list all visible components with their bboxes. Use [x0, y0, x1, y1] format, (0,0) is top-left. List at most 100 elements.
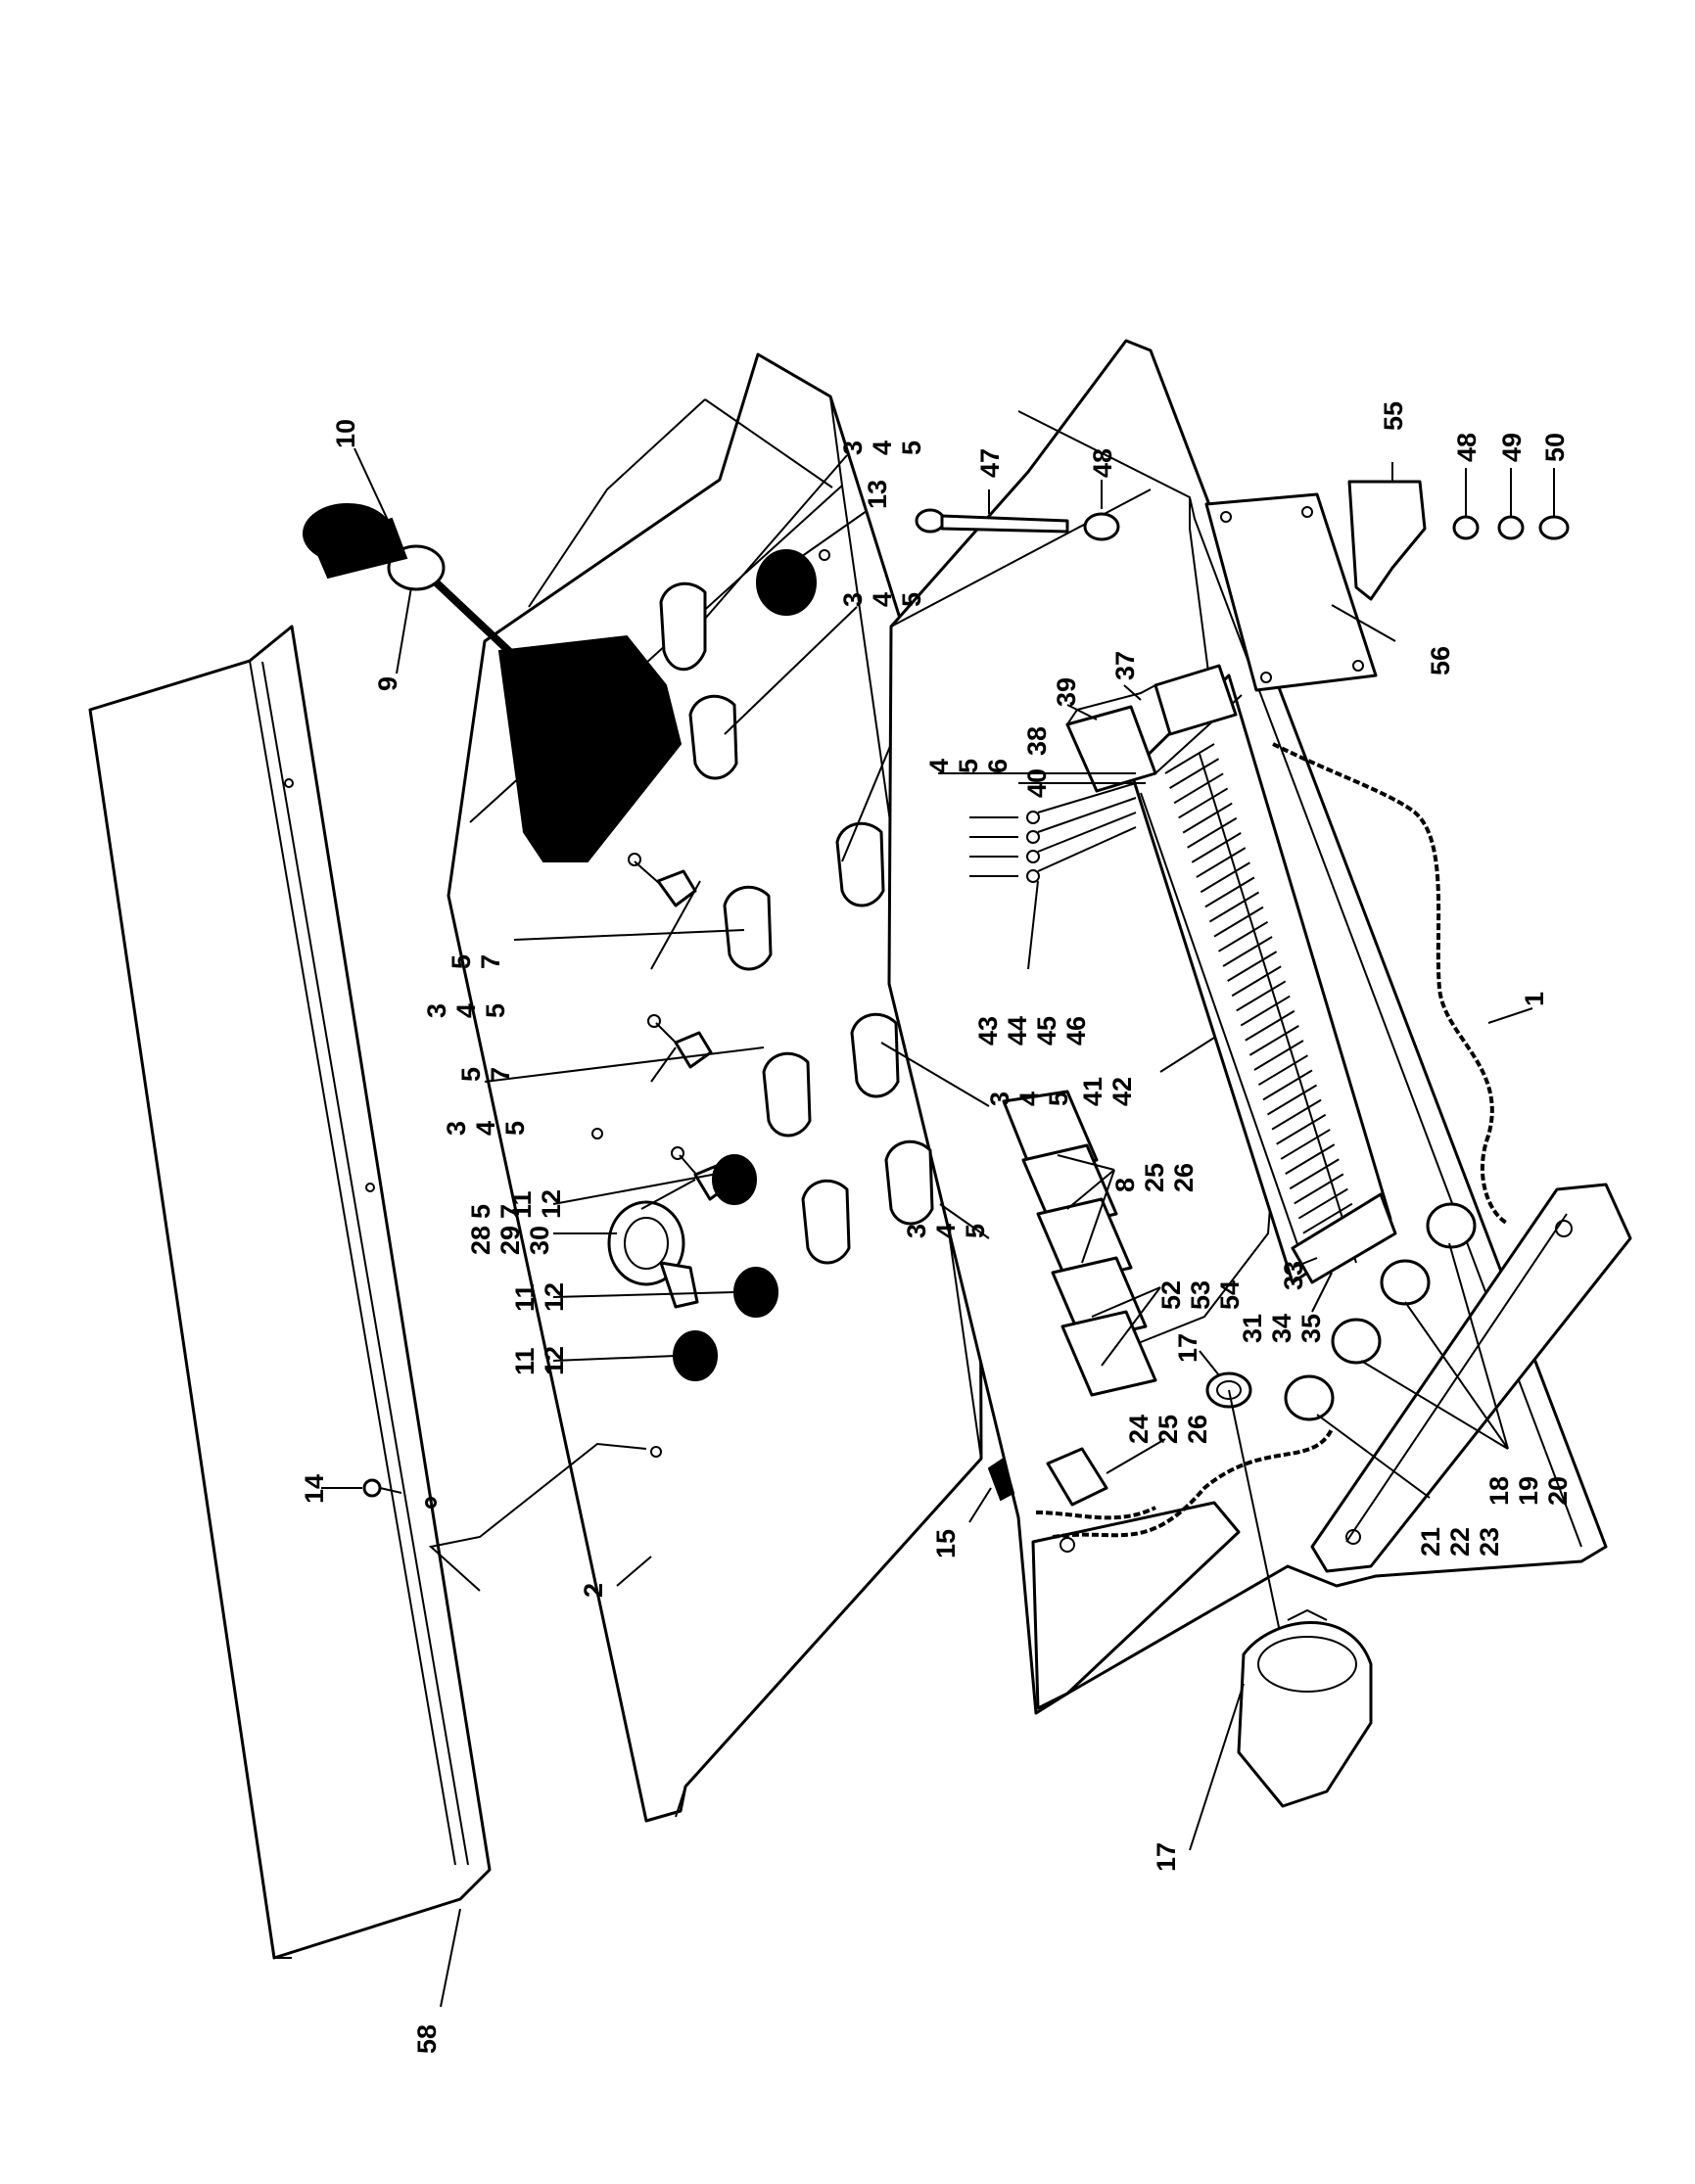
svg-text:30: 30	[525, 1226, 554, 1255]
callout-1: 1	[1520, 992, 1549, 1006]
callout-2: 2	[579, 1583, 608, 1598]
terminal-contact	[1285, 1143, 1336, 1175]
callout-18-19-20: 18 19 20	[1484, 1476, 1573, 1506]
svg-text:47: 47	[975, 448, 1005, 478]
svg-text:3: 3	[838, 592, 868, 607]
callout-43-46: 43 44 45 46	[973, 1016, 1091, 1046]
joystick-9-10	[303, 503, 683, 862]
callout-28-29-30: 28 29 30	[466, 1226, 554, 1255]
callout-21-22-23: 21 22 23	[1416, 1527, 1504, 1557]
svg-text:53: 53	[1186, 1280, 1215, 1310]
terminal-contact	[1294, 1173, 1344, 1205]
svg-text:3: 3	[902, 1224, 931, 1238]
terminal-contact	[1204, 876, 1255, 908]
svg-text:24: 24	[1124, 1415, 1154, 1444]
callout-8-25-26: 8 25 26	[1110, 1163, 1199, 1192]
callout-31-34-35: 31 34 35	[1238, 1314, 1326, 1343]
callout-17-a: 17	[1173, 1333, 1202, 1363]
svg-text:5: 5	[500, 1121, 530, 1136]
callout-55: 55	[1379, 401, 1408, 431]
svg-text:6: 6	[983, 759, 1012, 773]
terminal-contact	[1245, 1009, 1295, 1042]
knob-17	[1237, 1608, 1373, 1808]
svg-text:28: 28	[466, 1226, 495, 1255]
svg-text:3: 3	[838, 441, 868, 455]
svg-text:13: 13	[863, 480, 892, 509]
svg-text:17: 17	[1173, 1333, 1202, 1363]
callout-56: 56	[1426, 646, 1455, 675]
callout-47: 47	[975, 448, 1005, 478]
svg-text:23: 23	[1475, 1527, 1504, 1557]
callout-15: 15	[931, 1529, 961, 1558]
svg-text:1: 1	[1520, 992, 1549, 1006]
svg-text:15: 15	[931, 1529, 961, 1558]
svg-text:5: 5	[954, 759, 983, 773]
callout-3-4-5-e: 3 4 5	[442, 1121, 530, 1136]
svg-text:58: 58	[412, 2024, 442, 2054]
svg-text:50: 50	[1540, 433, 1570, 462]
callout-14: 14	[300, 1474, 329, 1504]
callout-38: 38	[1022, 726, 1052, 756]
svg-text:42: 42	[1107, 1077, 1137, 1106]
terminal-contact	[1297, 1187, 1348, 1220]
callout-50: 50	[1540, 433, 1570, 462]
svg-text:11: 11	[507, 1190, 537, 1219]
svg-text:5: 5	[447, 954, 476, 969]
pilot-lamps-18-23	[1284, 1202, 1477, 1421]
svg-text:3: 3	[442, 1121, 471, 1136]
terminal-contact	[1182, 802, 1233, 834]
svg-text:4: 4	[471, 1121, 500, 1136]
svg-text:33: 33	[1279, 1261, 1308, 1290]
terminal-contact	[1208, 891, 1259, 923]
svg-text:22: 22	[1445, 1527, 1475, 1557]
svg-text:4: 4	[868, 592, 897, 607]
leader-lines	[321, 447, 1555, 2008]
terminal-contact	[1271, 1098, 1322, 1131]
callout-3-4-5-a: 3 4 5	[838, 441, 926, 455]
terminal-contact	[1187, 816, 1238, 849]
callout-4-5-6: 4 5 6	[924, 759, 1012, 773]
callout-10: 10	[331, 419, 360, 448]
callout-3-4-5-d: 3 4 5	[985, 1092, 1073, 1106]
svg-text:2: 2	[579, 1583, 608, 1598]
svg-text:3: 3	[985, 1092, 1014, 1106]
callout-24-25-26: 24 25 26	[1124, 1415, 1212, 1444]
screw-14	[362, 1478, 437, 1509]
callout-41-42: 41 42	[1078, 1077, 1137, 1106]
connector-15	[987, 1457, 1015, 1502]
terminal-contact	[1200, 861, 1250, 894]
terminal-contact	[1280, 1129, 1331, 1160]
terminal-contact	[1240, 995, 1291, 1027]
svg-text:55: 55	[1379, 401, 1408, 431]
terminal-contact	[1222, 936, 1273, 967]
knobs-11-12	[673, 1154, 778, 1381]
bolt-47	[915, 508, 1570, 541]
svg-text:21: 21	[1416, 1527, 1445, 1557]
svg-text:4: 4	[924, 759, 954, 773]
svg-text:35: 35	[1296, 1314, 1326, 1343]
callout-3-4-5-f: 3 4 5	[902, 1224, 990, 1238]
terminal-contact	[1262, 1069, 1313, 1101]
callout-labels: 10 9 3 4 5 13 3 4 5 47 48 55 48	[300, 401, 1573, 2054]
terminal-contact	[1169, 758, 1220, 790]
callout-58: 58	[412, 2024, 442, 2054]
key-switch-28-30	[607, 1200, 699, 1309]
callout-37: 37	[1110, 651, 1140, 680]
screws-43-46	[969, 782, 1137, 883]
svg-text:11: 11	[510, 1347, 540, 1375]
svg-text:10: 10	[331, 419, 360, 448]
callout-40: 40	[1022, 768, 1052, 798]
svg-text:5: 5	[456, 1067, 486, 1082]
callout-11-12-b: 11 12	[510, 1282, 569, 1312]
terminal-contact	[1196, 847, 1247, 878]
svg-text:46: 46	[1061, 1016, 1091, 1046]
terminal-contact	[1257, 1054, 1308, 1087]
terminal-contact	[1276, 1113, 1327, 1145]
svg-text:5: 5	[1044, 1092, 1073, 1106]
callout-3-4-5-b: 3 4 5	[838, 592, 926, 607]
callout-5-7-b: 5 7	[456, 1067, 515, 1082]
svg-text:37: 37	[1110, 651, 1140, 680]
terminal-contact	[1248, 1025, 1299, 1056]
svg-text:40: 40	[1022, 768, 1052, 798]
